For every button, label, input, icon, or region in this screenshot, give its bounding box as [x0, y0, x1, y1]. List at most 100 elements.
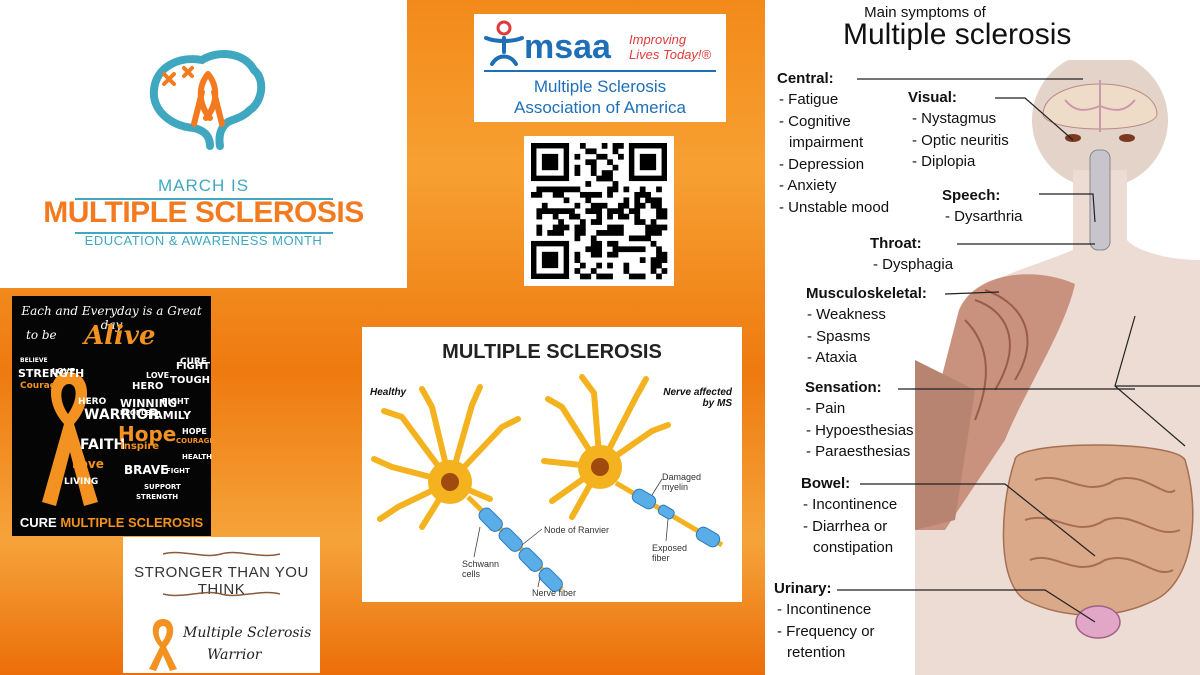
msaa-name-line-1: Multiple Sclerosis	[533, 77, 667, 96]
divider	[75, 198, 333, 200]
msaa-figure-icon	[484, 20, 524, 66]
body-illustration	[915, 60, 1200, 675]
damaged-line-2: myelin	[662, 482, 689, 492]
word-cloud-word: SUPPORT	[144, 483, 181, 491]
symptom-item: - Anxiety	[779, 177, 837, 194]
march-is-text: MARCH IS	[157, 176, 250, 195]
symptom-item: - Cognitive	[779, 112, 851, 130]
nerve-fiber-label: Nerve fiber	[532, 588, 577, 598]
qr-code[interactable]	[524, 136, 674, 286]
symptoms-title: Multiple sclerosis	[843, 18, 1072, 51]
word-cloud-word: FIGHT	[166, 467, 190, 475]
to-be-text: to be	[26, 328, 57, 342]
word-cloud-word: Hope	[118, 422, 177, 446]
symptom-item: - Dysphagia	[873, 256, 954, 273]
word-cloud-word: FIGHT	[176, 361, 210, 372]
msaa-logo-card: msaa Improving Lives Today!® Multiple Sc…	[474, 14, 726, 122]
exposed-line-2: fiber	[652, 553, 670, 563]
word-cloud-word: LIVING	[64, 477, 99, 487]
word-cloud-word: BRAVE	[124, 463, 169, 477]
ribbon-icon	[42, 372, 98, 506]
word-cloud-word: HERO	[78, 397, 107, 407]
symptom-item: - Ataxia	[807, 349, 858, 366]
symptom-item: - Frequency or	[777, 622, 875, 640]
brain-ribbon-logo	[149, 50, 266, 150]
symptom-category-central: Central:	[777, 70, 834, 87]
word-cloud-word: Courage	[20, 381, 63, 391]
alive-text: Alive	[84, 321, 156, 351]
cure-ms-text: CURE MULTIPLE SCLEROSIS	[12, 515, 211, 530]
word-cloud-word: TOUGH	[170, 375, 211, 386]
tagline-line-2: Lives Today!®	[629, 47, 712, 62]
awareness-month-card: MARCH IS MULTIPLE SCLEROSIS EDUCATION & …	[0, 0, 407, 288]
word-cloud-word: WINNING	[120, 397, 177, 410]
node-of-ranvier-label: Node of Ranvier	[544, 525, 610, 535]
divider	[484, 70, 716, 72]
schwann-line-1: Schwann	[462, 559, 500, 569]
msaa-name-line-2: Association of America	[514, 98, 686, 117]
symptom-category-bowel: Bowel:	[801, 475, 851, 492]
cure-word: CURE	[19, 515, 57, 530]
symptom-category-sensation: Sensation:	[805, 379, 882, 396]
symptoms-subtitle: Main symptoms of	[864, 4, 986, 21]
symptom-category-musculoskeletal: Musculoskeletal:	[806, 285, 927, 302]
ornament-bottom	[163, 591, 280, 597]
exposed-fiber-label: Exposed fiber	[652, 543, 687, 563]
symptom-leader-lines	[837, 78, 1135, 623]
symptom-category-urinary: Urinary:	[774, 580, 832, 597]
word-cloud-word: CURE	[180, 357, 207, 367]
msaa-brand: msaa	[524, 28, 611, 66]
ms-warrior-line-2: Warrior	[207, 647, 262, 663]
word-cloud-word: LOVE	[146, 371, 170, 380]
symptom-item: - Incontinence	[777, 601, 872, 618]
neuron-diagram-title: MULTIPLE SCLEROSIS	[442, 341, 662, 363]
schwann-line-2: cells	[462, 569, 481, 579]
affected-neuron	[541, 374, 724, 548]
ribbon-icon	[149, 619, 177, 671]
schwann-cells-label: Schwann cells	[462, 559, 499, 579]
symptom-item: - Paraesthesias	[806, 443, 911, 460]
symptom-category-speech: Speech:	[942, 187, 1001, 204]
neuron-diagram-card: MULTIPLE SCLEROSIS Healthy Nerve affecte…	[362, 327, 742, 602]
symptom-item: - Optic neuritis	[912, 131, 1009, 149]
symptom-category-throat: Throat:	[870, 235, 922, 252]
symptom-item: - Unstable mood	[779, 198, 890, 216]
symptom-item: - Depression	[779, 155, 865, 173]
word-cloud-word: STRENGTH	[18, 367, 85, 380]
symptom-item: - Weakness	[807, 306, 886, 323]
exposed-line-1: Exposed	[652, 543, 688, 553]
word-cloud-word: HEALTH	[182, 453, 212, 461]
word-cloud-word: LOVE	[52, 367, 76, 376]
symptom-item: - Fatigue	[779, 91, 839, 108]
msaa-tagline: Improving Lives Today!®	[629, 32, 711, 62]
multiple-sclerosis-heading: MULTIPLE SCLEROSIS	[43, 196, 364, 229]
healthy-label: Healthy	[370, 387, 407, 398]
ms-warrior-line-1: Multiple Sclerosis	[183, 625, 312, 641]
symptom-item: - Diarrhea or	[803, 517, 888, 535]
alive-word-cloud-card: Each and Everyday is a Great day to be A…	[12, 296, 215, 536]
qr-code-graphic	[531, 143, 668, 280]
word-cloud-word: WARRIOR	[84, 407, 160, 423]
word-cloud-word: FAMILY	[148, 409, 192, 422]
stronger-title: STRONGER THAN YOU THINK	[134, 564, 309, 598]
symptom-item: impairment	[789, 134, 864, 151]
word-cloud-word: Inspire	[120, 441, 160, 452]
cure-ms-word: MULTIPLE SCLEROSIS	[60, 515, 204, 530]
symptom-item: - Incontinence	[803, 496, 898, 513]
affected-line-2: by MS	[702, 398, 732, 409]
symptom-item: retention	[787, 644, 846, 661]
word-cloud-word: PEOPLE	[120, 409, 151, 417]
word-cloud-word: FIGHT	[162, 397, 190, 406]
word-cloud-word: COURAGE	[176, 437, 215, 445]
neuron-illustration	[371, 374, 724, 592]
affected-line-1: Nerve affected	[663, 387, 732, 398]
symptom-item: constipation	[813, 539, 894, 556]
word-cloud-word: FAITH	[80, 437, 126, 453]
everyday-tagline: Each and Everyday is a Great day	[21, 304, 202, 332]
affected-label: Nerve affected by MS	[654, 387, 732, 409]
word-cloud-word: STRENGTH	[136, 493, 179, 501]
symptom-item: - Nystagmus	[912, 110, 997, 127]
symptom-item: - Pain	[806, 400, 846, 417]
healthy-neuron	[371, 384, 564, 592]
tagline-line-1: Improving	[629, 32, 687, 47]
